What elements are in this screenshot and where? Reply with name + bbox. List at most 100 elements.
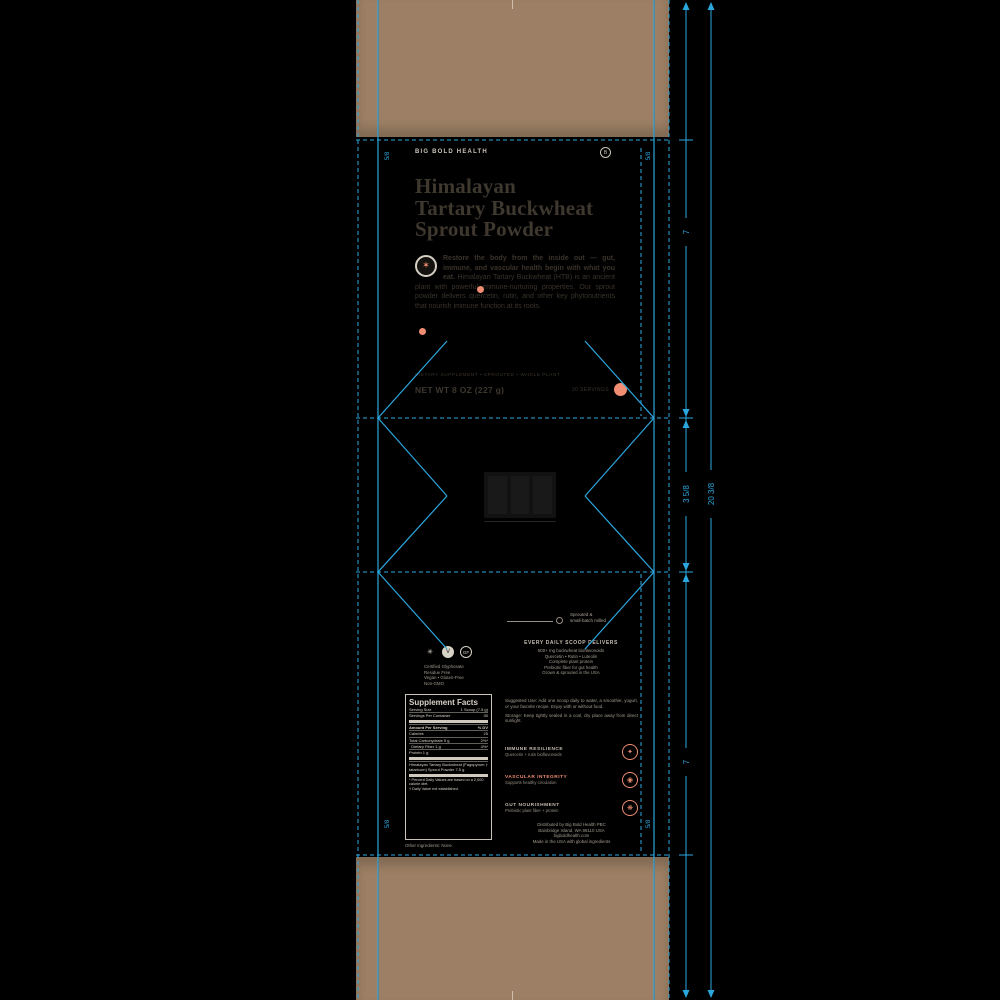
front-tagline: DIETARY SUPPLEMENT • SPROUTED • WHOLE PL… bbox=[415, 373, 561, 378]
benefit-title: GUT NOURISHMENT bbox=[505, 803, 560, 808]
back-panel: Sprouted &small-batch milled EVERY DAILY… bbox=[378, 572, 654, 855]
ghost-bar bbox=[488, 476, 507, 514]
accent-dot bbox=[419, 328, 426, 335]
facts-label: Himalayan Tartary Buckwheat (Fagopyrum t… bbox=[409, 761, 485, 773]
accent-dot bbox=[477, 286, 484, 293]
servings-badge-icon bbox=[614, 383, 627, 396]
supports-line: 500+ mg buckwheat bioflavonoids bbox=[537, 648, 605, 653]
benefit-badge-icon: ❋ bbox=[622, 800, 638, 816]
supplement-facts-row: Calories 25 bbox=[409, 730, 488, 736]
dimension-label-back-height: 7 bbox=[682, 759, 691, 764]
body-copy-lead: Restore the body from the inside out — g… bbox=[443, 255, 615, 282]
dimension-label-gaps bbox=[680, 218, 717, 776]
distributor-line: Distributed by Big Bold Health PBC bbox=[537, 822, 606, 827]
supports-list: EVERY DAILY SCOOP DELIVERS 500+ mg buckw… bbox=[508, 640, 634, 676]
facts-value: 4%* bbox=[480, 744, 488, 750]
facts-value: 30 bbox=[483, 713, 488, 719]
benefit-caption: Supports healthy circulation bbox=[505, 780, 557, 785]
facts-value: 25 bbox=[483, 731, 488, 737]
supplement-facts-title: Supplement Facts bbox=[409, 698, 478, 707]
facts-label: Servings Per Container bbox=[409, 713, 451, 719]
benefit-text: VASCULAR INTEGRITY Supports healthy circ… bbox=[505, 775, 613, 785]
distributor-line: Bainbridge Island, WA 98110 USA bbox=[538, 827, 605, 833]
supports-heading: EVERY DAILY SCOOP DELIVERS bbox=[524, 640, 618, 646]
facts-value: % DV bbox=[477, 724, 488, 730]
flap-crease-left bbox=[378, 857, 379, 1000]
distributor-line: Made in the USA with global ingredients bbox=[532, 838, 611, 844]
supports-line: Grown & sprouted in the USA bbox=[542, 670, 600, 676]
flap-crease-right bbox=[654, 0, 655, 137]
supplement-facts-row bbox=[409, 756, 488, 760]
supplement-facts-row bbox=[409, 719, 488, 723]
supplement-facts-row: † Daily Value not established. bbox=[409, 787, 488, 792]
benefit-badge-icon: ✦ bbox=[622, 744, 638, 760]
botanical-seed-icon: ✶ bbox=[415, 255, 437, 277]
ghost-logo-block bbox=[484, 472, 556, 518]
benefits-list: IMMUNE RESILIENCE Quercetin + rutin biof… bbox=[505, 738, 638, 822]
supplement-facts-row: Serving Size 1 Scoop (7.5 g) bbox=[409, 707, 488, 712]
supplement-facts-row: Amount Per Serving % DV bbox=[409, 723, 488, 730]
supplement-facts-row: Total Carbohydrate 5 g 2%* bbox=[409, 736, 488, 743]
benefit-row: IMMUNE RESILIENCE Quercetin + rutin biof… bbox=[505, 738, 638, 766]
tagline-dot-icon bbox=[556, 617, 563, 624]
servings-group: 30 SERVINGS bbox=[572, 383, 627, 396]
benefit-row: VASCULAR INTEGRITY Supports healthy circ… bbox=[505, 766, 638, 794]
benefit-title: VASCULAR INTEGRITY bbox=[505, 775, 568, 780]
brand-seal-icon: B bbox=[600, 147, 611, 158]
facts-label: Dietary Fiber 1 g bbox=[409, 744, 441, 750]
facts-label: Serving Size bbox=[409, 707, 432, 712]
certification-line: Certified Glyphosate bbox=[424, 664, 464, 669]
flap-crease-right bbox=[654, 857, 655, 1000]
supplement-facts-row: Dietary Fiber 1 g 4%* bbox=[409, 743, 488, 749]
back-tagline: Sprouted &small-batch milled bbox=[570, 612, 630, 624]
servings-count: 30 SERVINGS bbox=[571, 386, 609, 393]
net-weight: NET WT 8 OZ (227 g) bbox=[415, 384, 505, 395]
brand-logotype: BIG BOLD HEALTH bbox=[415, 149, 488, 155]
ghost-bar bbox=[533, 476, 553, 514]
supplement-facts-panel: Supplement Facts Serving Size 1 Scoop (7… bbox=[405, 694, 492, 840]
supports-line: Prebiotic fiber for gut health bbox=[544, 664, 598, 670]
ghost-bar bbox=[510, 476, 530, 514]
flap-notch bbox=[512, 0, 513, 9]
supplement-facts-row: * Percent Daily Values are based on a 2,… bbox=[409, 778, 488, 788]
benefit-row: GUT NOURISHMENT Prebiotic plant fiber + … bbox=[505, 794, 638, 822]
facts-label: Total Carbohydrate 5 g bbox=[409, 737, 450, 743]
facts-label: Amount Per Serving bbox=[409, 724, 448, 730]
suggested-use-block: Suggested Use: Add one scoop daily to wa… bbox=[505, 698, 638, 727]
other-ingredients: Other Ingredients: None. bbox=[405, 843, 454, 848]
benefit-badge-icon: ◉ bbox=[622, 772, 638, 788]
bottom-kraft-flap bbox=[356, 857, 669, 1000]
facts-label: Calories bbox=[409, 731, 424, 737]
dimension-label-gusset-height: 3 5/8 bbox=[682, 485, 691, 503]
benefit-text: GUT NOURISHMENT Prebiotic plant fiber + … bbox=[505, 803, 613, 813]
certification-line: Non-GMO bbox=[424, 680, 445, 686]
benefit-text: IMMUNE RESILIENCE Quercetin + rutin biof… bbox=[505, 747, 613, 757]
tagline-rule bbox=[507, 621, 553, 622]
certification-line: Vegan • Gluten-Free bbox=[424, 675, 464, 681]
facts-value: 2%* bbox=[480, 737, 488, 743]
product-title-line: Sprout Powder bbox=[415, 217, 554, 241]
benefit-title: IMMUNE RESILIENCE bbox=[505, 747, 564, 752]
certification-line: Residue Free bbox=[424, 669, 451, 675]
facts-label: † Daily Value not established. bbox=[409, 787, 459, 792]
storage-note: Storage: Keep tightly sealed in a cool, … bbox=[505, 712, 638, 724]
front-body-copy: ✶ Restore the body from the inside out — … bbox=[415, 254, 615, 312]
ghost-logo-underline bbox=[484, 521, 556, 522]
body-copy-rest: Himalayan Tartary Buckwheat (HTB) is an … bbox=[415, 274, 615, 310]
flap-crease-left bbox=[378, 0, 379, 137]
supports-line: Complete plant protein bbox=[548, 659, 594, 665]
supports-line: Quercetin • Rutin • Luteolin bbox=[544, 653, 598, 659]
suggested-use: Suggested Use: Add one scoop daily to wa… bbox=[505, 698, 638, 709]
certification-icon: ✳ bbox=[427, 649, 433, 656]
supplement-facts-row: Himalayan Tartary Buckwheat (Fagopyrum t… bbox=[409, 760, 488, 773]
supplement-facts-row: Servings Per Container 30 bbox=[409, 712, 488, 718]
benefit-caption: Prebiotic plant fiber + protein bbox=[505, 808, 559, 813]
dimension-arrowheads bbox=[682, 2, 715, 998]
supplement-facts-row bbox=[409, 773, 488, 777]
flap-notch bbox=[512, 991, 513, 1000]
distributor-line: bigboldhealth.com bbox=[553, 833, 590, 839]
